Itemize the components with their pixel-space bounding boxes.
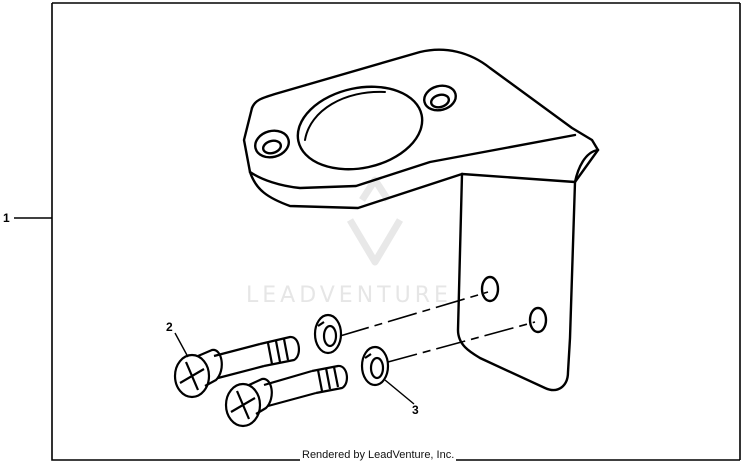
footer-credit: Rendered by LeadVenture, Inc. (300, 449, 457, 461)
lock-washer-upper (313, 313, 343, 355)
leader-lines (14, 217, 415, 405)
screw-upper (173, 335, 300, 399)
alignment-lines (339, 291, 536, 363)
diagram-frame (51, 2, 741, 461)
callout-1: 1 (3, 211, 10, 225)
callout-2: 2 (166, 320, 173, 334)
screw-lower (224, 364, 348, 428)
lock-washer-lower (360, 345, 390, 387)
bracket (242, 48, 600, 392)
callout-3: 3 (412, 403, 419, 417)
watermark-logo (346, 176, 404, 266)
watermark-text: LEADVENTURE (246, 283, 452, 308)
